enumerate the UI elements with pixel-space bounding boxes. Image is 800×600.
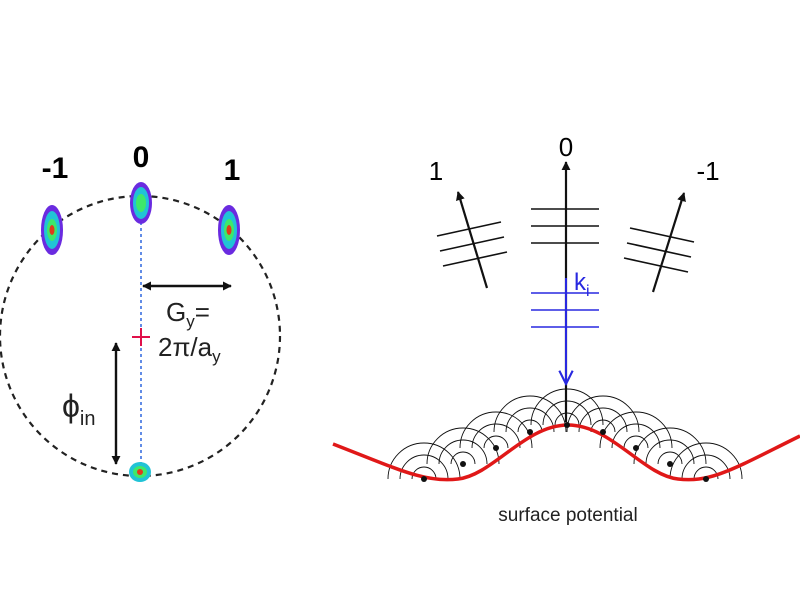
order-one-wavefronts (436, 221, 508, 267)
gy-label: Gy= (166, 297, 210, 331)
order-one-arrow (456, 191, 489, 289)
order-zero-wavefronts (531, 208, 599, 244)
scattering-schematic-panel: ki 1 0 -1 surface potential (332, 132, 800, 526)
incident-wavefronts (531, 292, 599, 328)
direct-beam-spot (129, 462, 151, 482)
gy-value-label: 2π/ay (158, 332, 221, 366)
order-label-right-zero: 0 (559, 132, 573, 162)
wavelet-arc (483, 435, 509, 449)
order-label-minus-one: -1 (42, 152, 69, 185)
scatterer-dots (421, 422, 709, 482)
order-label-plus-one: 1 (224, 154, 241, 187)
order-label-right-one: 1 (429, 156, 443, 186)
order-label-zero: 0 (133, 141, 150, 174)
ki-label: ki (574, 269, 590, 300)
spot-order-plus-one (218, 205, 240, 255)
wavelet-arc (505, 407, 555, 433)
order-label-right-minus-one: -1 (696, 156, 719, 186)
diffraction-pattern-panel: -1 0 1 Gy= 2π/ay ϕin (0, 141, 282, 482)
phi-in-label: ϕin (62, 388, 96, 430)
wavelet-arc (645, 439, 695, 465)
center-mark (132, 328, 150, 346)
wavelet-arc (623, 435, 649, 449)
wavelet-arc (450, 451, 476, 465)
spot-order-minus-one (41, 205, 63, 255)
wavelet-arc (387, 442, 461, 480)
spot-order-zero (130, 182, 152, 224)
surface-potential-caption: surface potential (498, 505, 637, 526)
wavelet-arc (578, 407, 628, 433)
order-minus-one-wavefronts (623, 227, 695, 273)
wavelet-arc (517, 419, 543, 433)
wavelet-arc (669, 442, 743, 480)
wavelet-arc (590, 419, 616, 433)
wavelet-arc (493, 395, 567, 433)
wavelet-arc (611, 423, 661, 449)
wavelet-arc (471, 423, 521, 449)
order-minus-one-arrow (651, 192, 686, 293)
wavelet-arc (657, 451, 683, 465)
laue-circle (0, 194, 282, 478)
wavelet-arc (438, 439, 488, 465)
wavelet-arc (566, 395, 640, 433)
wavelet-arc (633, 427, 707, 465)
